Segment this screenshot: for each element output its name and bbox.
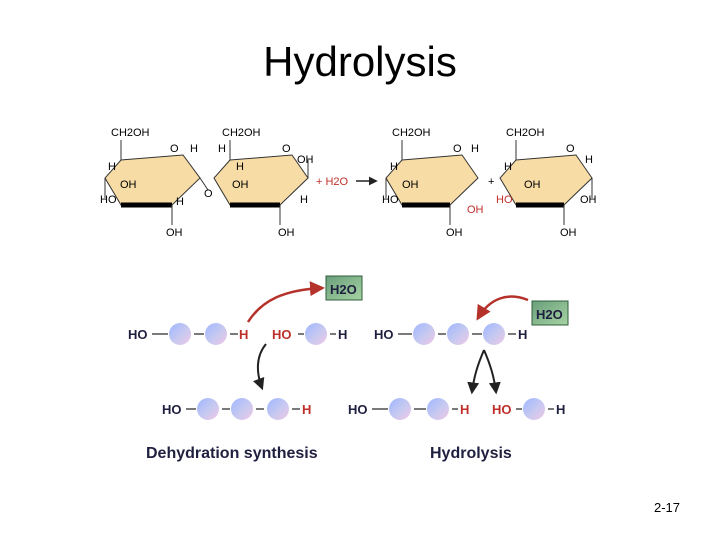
- right-ring-1: CH2OH O H OH HO OH OH H: [382, 127, 484, 239]
- r2-ch2oh: CH2OH: [506, 127, 545, 139]
- hydrolysis-water-box: [531, 300, 569, 326]
- r2-oh-right: OH: [580, 194, 597, 206]
- l2-ch2oh: CH2OH: [222, 127, 261, 139]
- right-ring-2: CH2OH O H OH HO OH OH H: [496, 127, 597, 239]
- r1-ch2oh: CH2OH: [392, 127, 431, 139]
- l2-h-top: H: [218, 143, 226, 155]
- r2-o: O: [566, 143, 575, 155]
- dehy-product-2: [231, 398, 253, 420]
- bridge-o: O: [204, 188, 213, 200]
- l2-h-left: H: [236, 161, 244, 173]
- l1-h-bottom: H: [176, 196, 184, 208]
- hyd-bottom-right-h: H: [556, 402, 565, 417]
- dehy-arrow-down: [253, 343, 267, 391]
- dehy-top-right-h: H: [338, 327, 347, 342]
- l2-oh-mid: OH: [232, 179, 249, 191]
- dehy-product-1: [197, 398, 219, 420]
- hyd-top-h: H: [518, 327, 527, 342]
- hyd-product-1: [389, 398, 411, 420]
- dehy-top-right-ho: HO: [272, 327, 292, 342]
- hyd-product-2: [427, 398, 449, 420]
- r1-oh-red: OH: [467, 204, 484, 216]
- dehydration-panel: H2O HO H HO H HO: [128, 275, 363, 420]
- dehydration-water-box: [325, 275, 363, 301]
- r1-ho-left: HO: [382, 194, 399, 206]
- left-ring-1: CH2OH O H H OH HO OH H: [100, 127, 209, 239]
- l1-h-left: H: [108, 161, 116, 173]
- slide-title: Hydrolysis: [263, 38, 457, 85]
- r1-oh-bottom: OH: [446, 227, 463, 239]
- l2-oh-right: OH: [297, 154, 314, 166]
- left-ring-2: CH2OH H O OH OH H OH H: [213, 127, 314, 239]
- hyd-product-3: [523, 398, 545, 420]
- dehydration-water-label: H2O: [330, 282, 357, 297]
- dehy-top-left-ho: HO: [128, 327, 148, 342]
- dehy-product-3: [267, 398, 289, 420]
- dehy-bottom-h: H: [302, 402, 311, 417]
- hyd-arrow-right: [483, 349, 501, 395]
- dehy-bottom-ho: HO: [162, 402, 182, 417]
- r1-oh-mid: OH: [402, 179, 419, 191]
- dehy-monomer-1: [169, 323, 191, 345]
- l1-ch2oh: CH2OH: [111, 127, 150, 139]
- hyd-bottom-left-ho: HO: [348, 402, 368, 417]
- hydrolysis-red-arrow: [476, 295, 529, 321]
- r1-o: O: [453, 143, 462, 155]
- dehydration-red-arrow: [246, 281, 325, 323]
- hydrolysis-water-label: H2O: [536, 307, 563, 322]
- l2-oh-bottom: OH: [278, 227, 295, 239]
- r2-oh-bottom: OH: [560, 227, 577, 239]
- l1-ho-left: HO: [100, 194, 117, 206]
- hyd-monomer-2: [447, 323, 469, 345]
- r2-oh-mid: OH: [524, 179, 541, 191]
- r2-h-left: H: [504, 161, 512, 173]
- page-number: 2-17: [653, 500, 680, 515]
- dehy-monomer-2: [205, 323, 227, 345]
- hyd-bottom-left-h: H: [460, 402, 469, 417]
- r2-ho-red: HO: [496, 194, 513, 206]
- hydrolysis-panel: H2O HO H HO H HO: [348, 295, 569, 420]
- hyd-arrow-left: [467, 349, 485, 395]
- l1-h-top: H: [190, 143, 198, 155]
- dehy-top-left-h: H: [239, 327, 248, 342]
- hyd-bottom-right-ho: HO: [492, 402, 512, 417]
- r1-h-left: H: [390, 161, 398, 173]
- hyd-monomer-3: [483, 323, 505, 345]
- l1-o: O: [170, 143, 179, 155]
- hyd-top-ho: HO: [374, 327, 394, 342]
- hydrolysis-caption: Hydrolysis: [430, 445, 512, 462]
- r2-h-right: H: [585, 154, 593, 166]
- plus-water-label: + H2O: [316, 176, 349, 188]
- l1-oh-mid: OH: [120, 179, 137, 191]
- r1-h-top: H: [471, 143, 479, 155]
- dehy-monomer-3: [305, 323, 327, 345]
- l2-h-bottom-right: H: [300, 194, 308, 206]
- plus-sign: +: [488, 176, 494, 188]
- l1-oh-bottom: OH: [166, 227, 183, 239]
- hyd-monomer-1: [413, 323, 435, 345]
- l2-o: O: [282, 143, 291, 155]
- dehydration-caption: Dehydration synthesis: [146, 445, 318, 462]
